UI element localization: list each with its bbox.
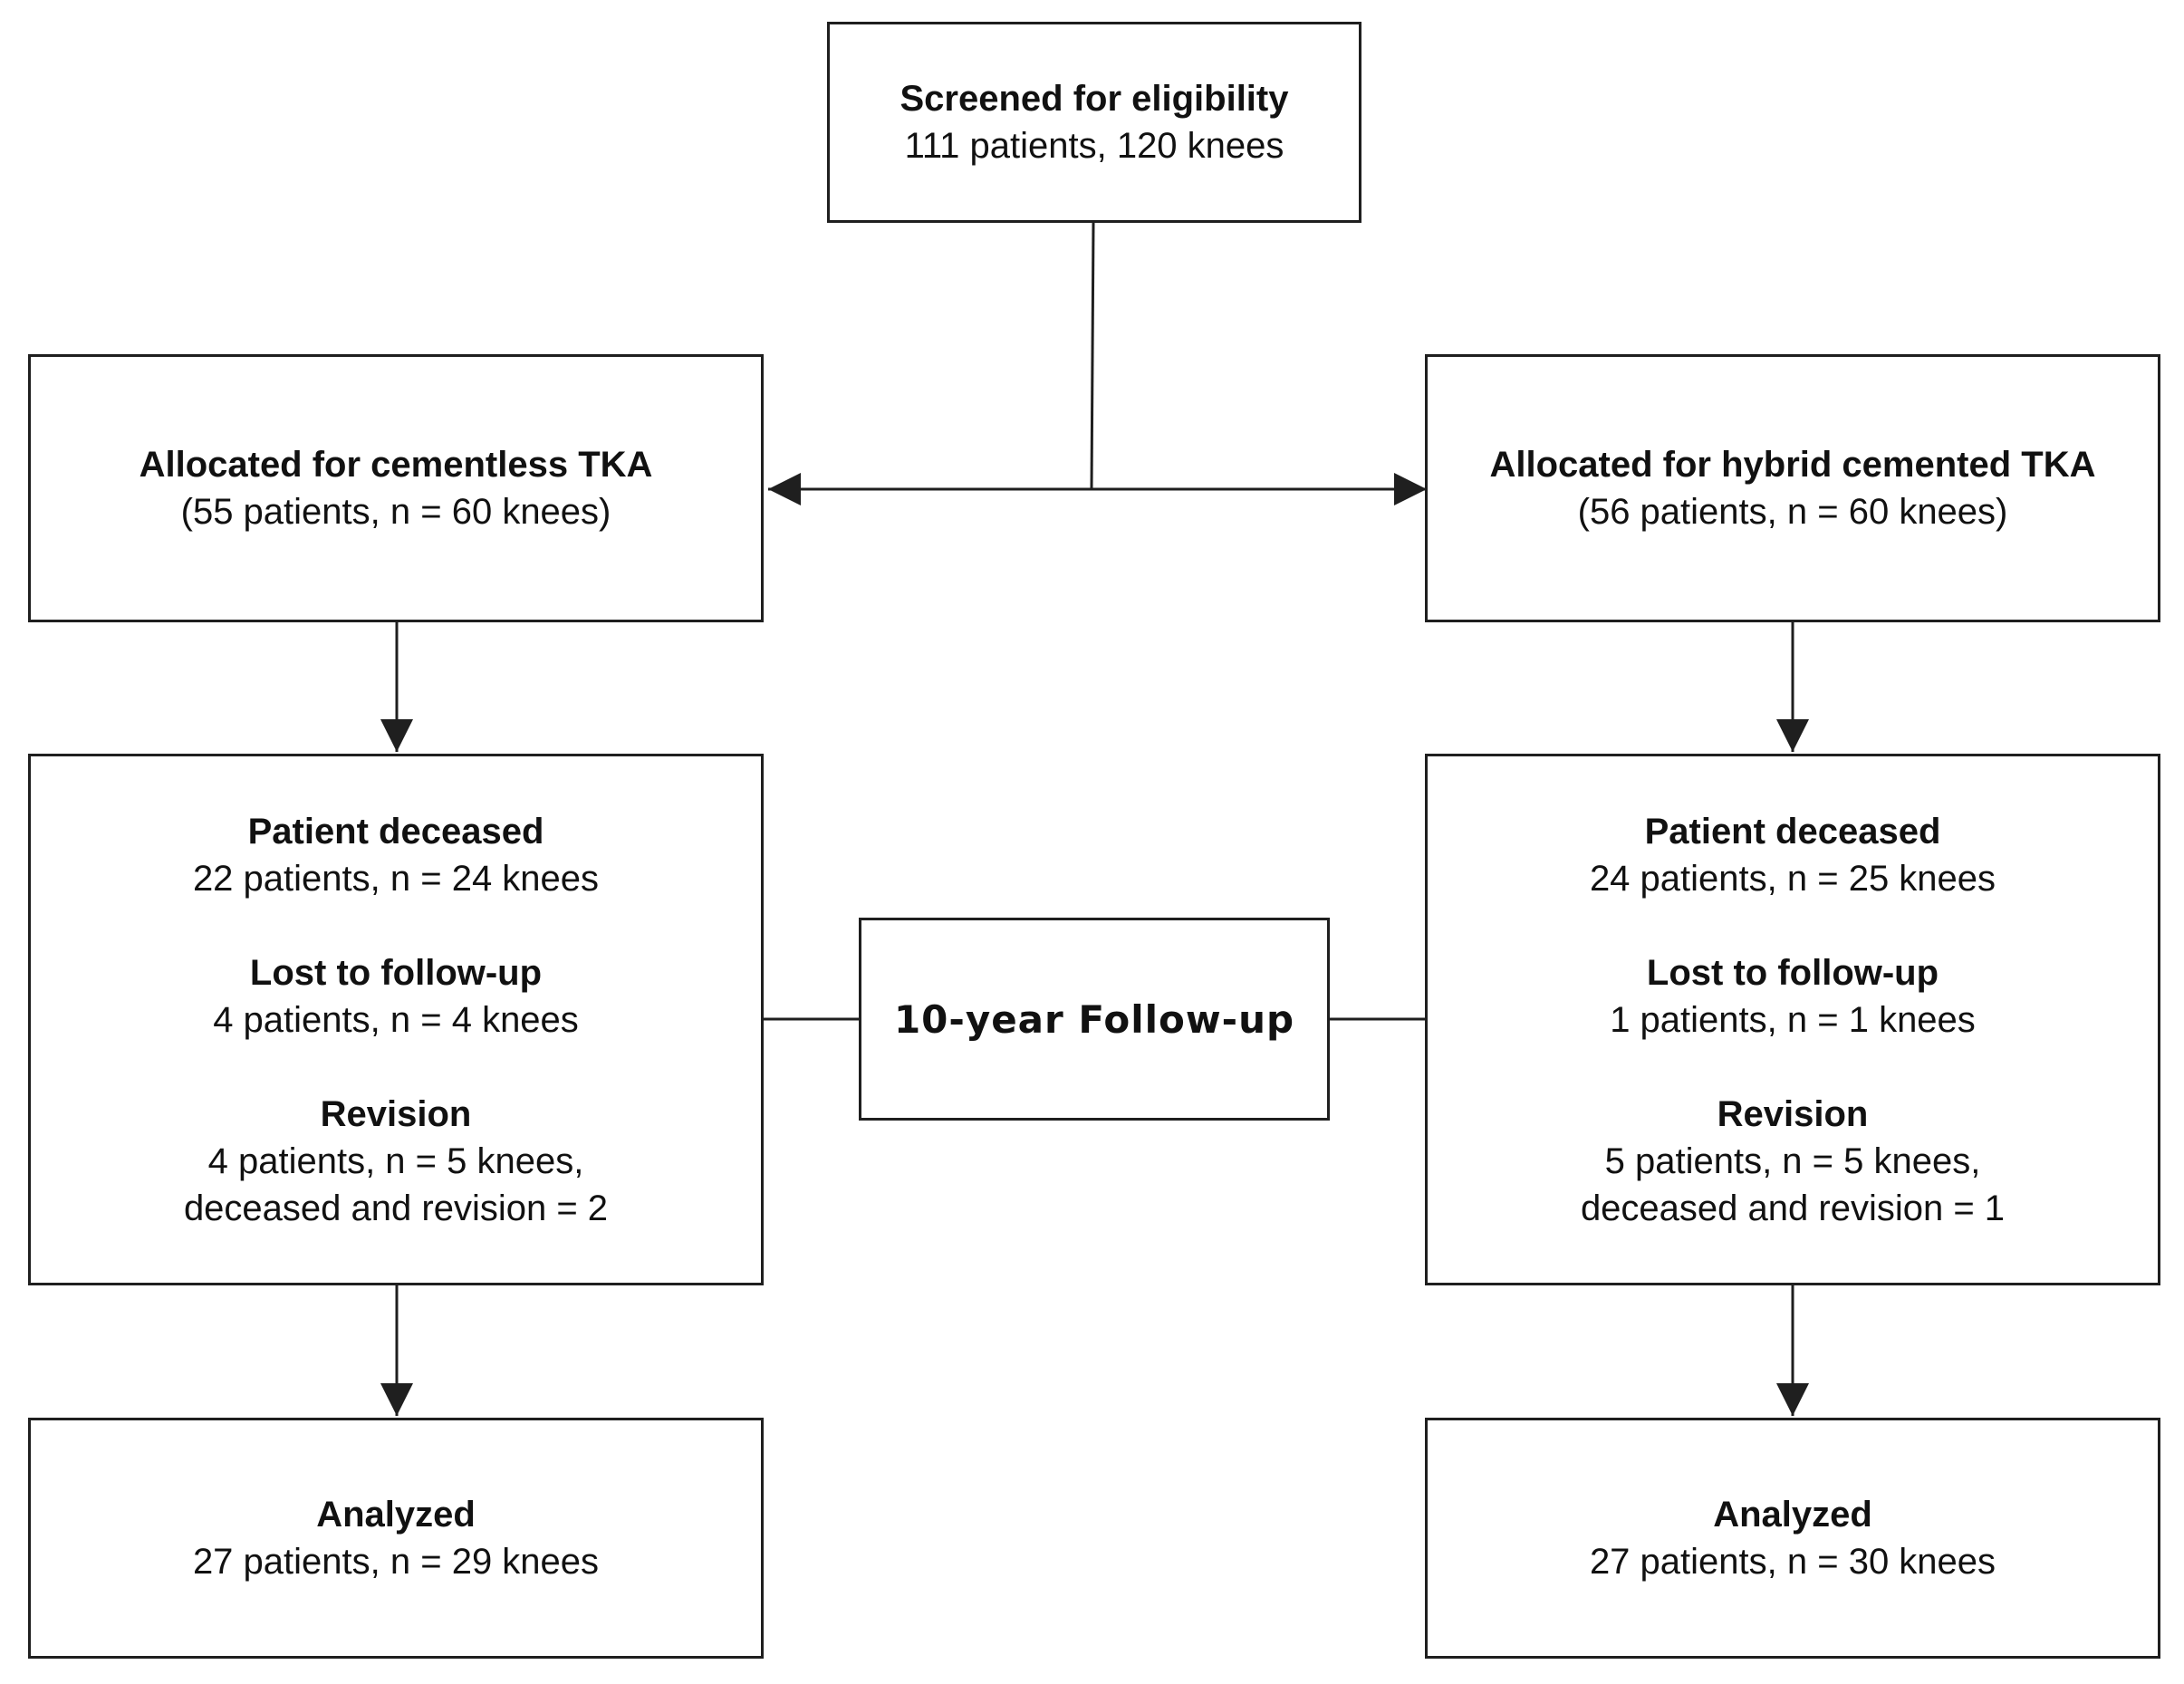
right-revision-detail-2: deceased and revision = 1: [1580, 1188, 2006, 1228]
right-allocation-box: Allocated for hybrid cemented TKA (56 pa…: [1425, 354, 2160, 622]
left-lost-title: Lost to follow-up: [249, 952, 543, 993]
left-deceased-title: Patient deceased: [247, 811, 544, 852]
screening-box: Screened for eligibility 111 patients, 1…: [827, 22, 1361, 223]
left-revision-detail-1: 4 patients, n = 5 knees,: [207, 1140, 584, 1181]
left-allocation-title: Allocated for cementless TKA: [139, 445, 653, 485]
right-deceased-title: Patient deceased: [1644, 811, 1941, 852]
left-allocation-box: Allocated for cementless TKA (55 patient…: [28, 354, 764, 622]
right-deceased-detail: 24 patients, n = 25 knees: [1589, 858, 1996, 899]
right-deceased-section: Patient deceased 24 patients, n = 25 kne…: [1590, 808, 1996, 902]
right-outcomes-box: Patient deceased 24 patients, n = 25 kne…: [1425, 754, 2160, 1285]
right-lost-section: Lost to follow-up 1 patients, n = 1 knee…: [1610, 949, 1976, 1044]
followup-label: 10-year Follow-up: [893, 996, 1295, 1042]
right-analyzed-detail: 27 patients, n = 30 knees: [1589, 1542, 1996, 1582]
right-allocation-detail: (56 patients, n = 60 knees): [1577, 492, 2008, 532]
left-revision-section: Revision 4 patients, n = 5 knees, deceas…: [184, 1091, 608, 1232]
left-lost-section: Lost to follow-up 4 patients, n = 4 knee…: [213, 949, 579, 1044]
left-allocation-detail: (55 patients, n = 60 knees): [180, 492, 611, 532]
left-revision-title: Revision: [320, 1093, 472, 1134]
connector-screening-down: [1090, 222, 1095, 490]
right-allocation-title: Allocated for hybrid cemented TKA: [1489, 445, 2096, 485]
left-analyzed-detail: 27 patients, n = 29 knees: [192, 1542, 600, 1582]
left-deceased-section: Patient deceased 22 patients, n = 24 kne…: [193, 808, 599, 902]
left-outcomes-box: Patient deceased 22 patients, n = 24 kne…: [28, 754, 764, 1285]
left-revision-detail-2: deceased and revision = 2: [183, 1188, 609, 1228]
left-analyzed-title: Analyzed: [316, 1495, 476, 1535]
right-lost-title: Lost to follow-up: [1646, 952, 1939, 993]
left-deceased-detail: 22 patients, n = 24 knees: [192, 858, 600, 899]
screening-detail: 111 patients, 120 knees: [904, 126, 1284, 166]
left-analyzed-box: Analyzed 27 patients, n = 29 knees: [28, 1418, 764, 1659]
right-revision-section: Revision 5 patients, n = 5 knees, deceas…: [1581, 1091, 2005, 1232]
right-revision-title: Revision: [1717, 1093, 1869, 1134]
right-lost-detail: 1 patients, n = 1 knees: [1610, 999, 1976, 1040]
screening-title: Screened for eligibility: [900, 79, 1289, 119]
followup-box: 10-year Follow-up: [859, 918, 1330, 1121]
right-analyzed-title: Analyzed: [1713, 1495, 1872, 1535]
right-analyzed-box: Analyzed 27 patients, n = 30 knees: [1425, 1418, 2160, 1659]
right-revision-detail-1: 5 patients, n = 5 knees,: [1604, 1140, 1981, 1181]
left-lost-detail: 4 patients, n = 4 knees: [213, 999, 579, 1040]
